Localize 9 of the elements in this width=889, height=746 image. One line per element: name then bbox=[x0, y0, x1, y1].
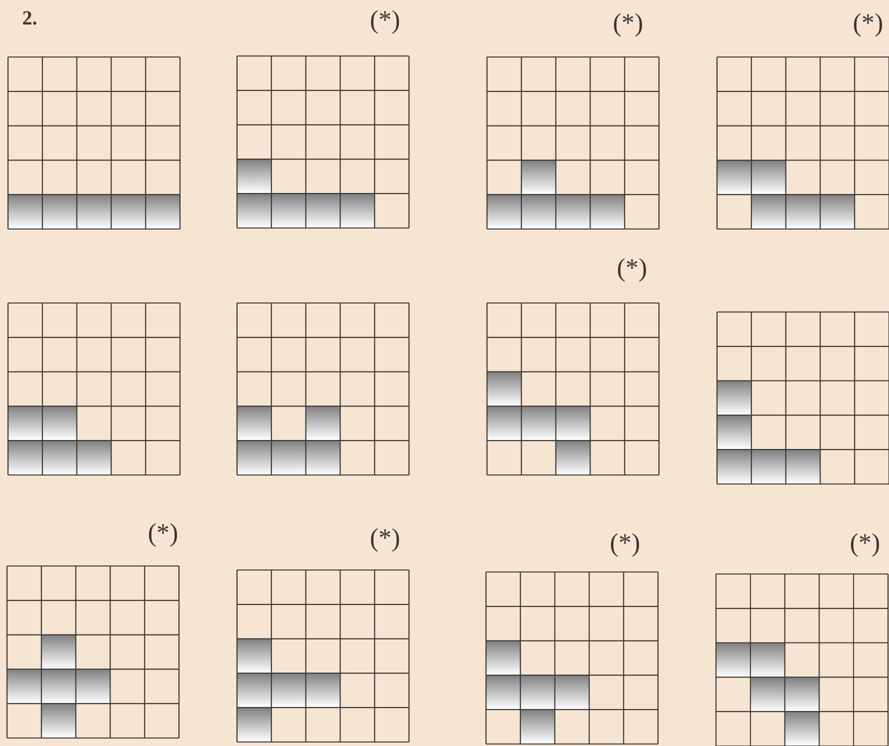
asterisk-mark: (*) bbox=[854, 13, 882, 37]
asterisk-mark: (*) bbox=[851, 533, 880, 557]
asterisk-mark: (*) bbox=[371, 528, 400, 552]
asterisk-mark: (*) bbox=[618, 258, 646, 282]
section-number: 2. bbox=[23, 11, 36, 25]
asterisk-mark: (*) bbox=[614, 13, 642, 37]
asterisk-mark: (*) bbox=[371, 10, 400, 34]
asterisk-mark: (*) bbox=[611, 533, 640, 557]
asterisk-mark: (*) bbox=[149, 523, 178, 547]
